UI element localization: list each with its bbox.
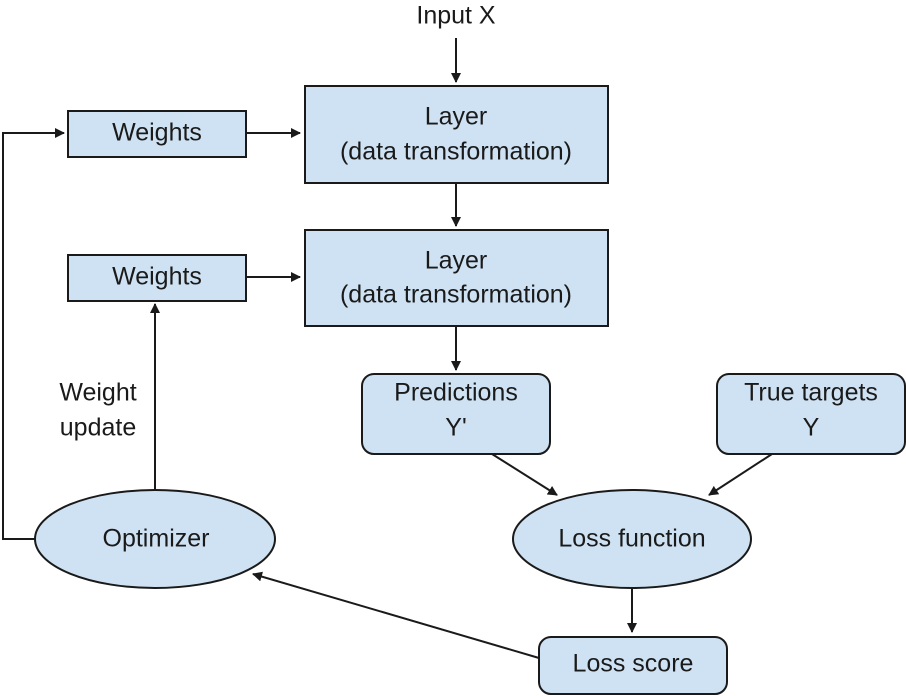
arrow-loss-score-to-optimizer — [252, 571, 540, 659]
optimizer-label: Optimizer — [103, 525, 210, 553]
predictions-line1: Predictions — [394, 379, 518, 407]
layer-2-box — [304, 229, 609, 327]
loss-score-box — [538, 636, 728, 695]
layer-1-title: Layer — [425, 103, 488, 131]
layer-2-subtitle: (data transformation) — [340, 281, 572, 309]
weight-update-line2: update — [60, 414, 136, 442]
weight-update-line1: Weight — [59, 379, 136, 407]
loss-function-label: Loss function — [558, 525, 705, 553]
layer-2-title: Layer — [425, 247, 488, 275]
arrow-optimizer-to-weights1 — [2, 128, 65, 540]
loss-function-ellipse — [512, 489, 752, 589]
weights-1-box — [67, 110, 247, 158]
optimizer-ellipse — [34, 489, 276, 589]
input-x-label: Input X — [416, 2, 496, 30]
true-targets-line1: True targets — [744, 379, 878, 407]
predictions-line2: Y' — [445, 414, 466, 442]
weights-2-label: Weights — [112, 263, 202, 291]
predictions-box — [361, 373, 551, 455]
weights-2-box — [67, 254, 247, 302]
layer-1-box — [304, 85, 609, 184]
weights-1-label: Weights — [112, 119, 202, 147]
arrow-predictions-to-loss-function — [491, 453, 558, 496]
true-targets-line2: Y — [803, 414, 820, 442]
arrow-true-targets-to-loss-function — [708, 453, 773, 496]
true-targets-box — [716, 373, 906, 455]
loss-score-label: Loss score — [573, 650, 694, 678]
layer-1-subtitle: (data transformation) — [340, 138, 572, 166]
